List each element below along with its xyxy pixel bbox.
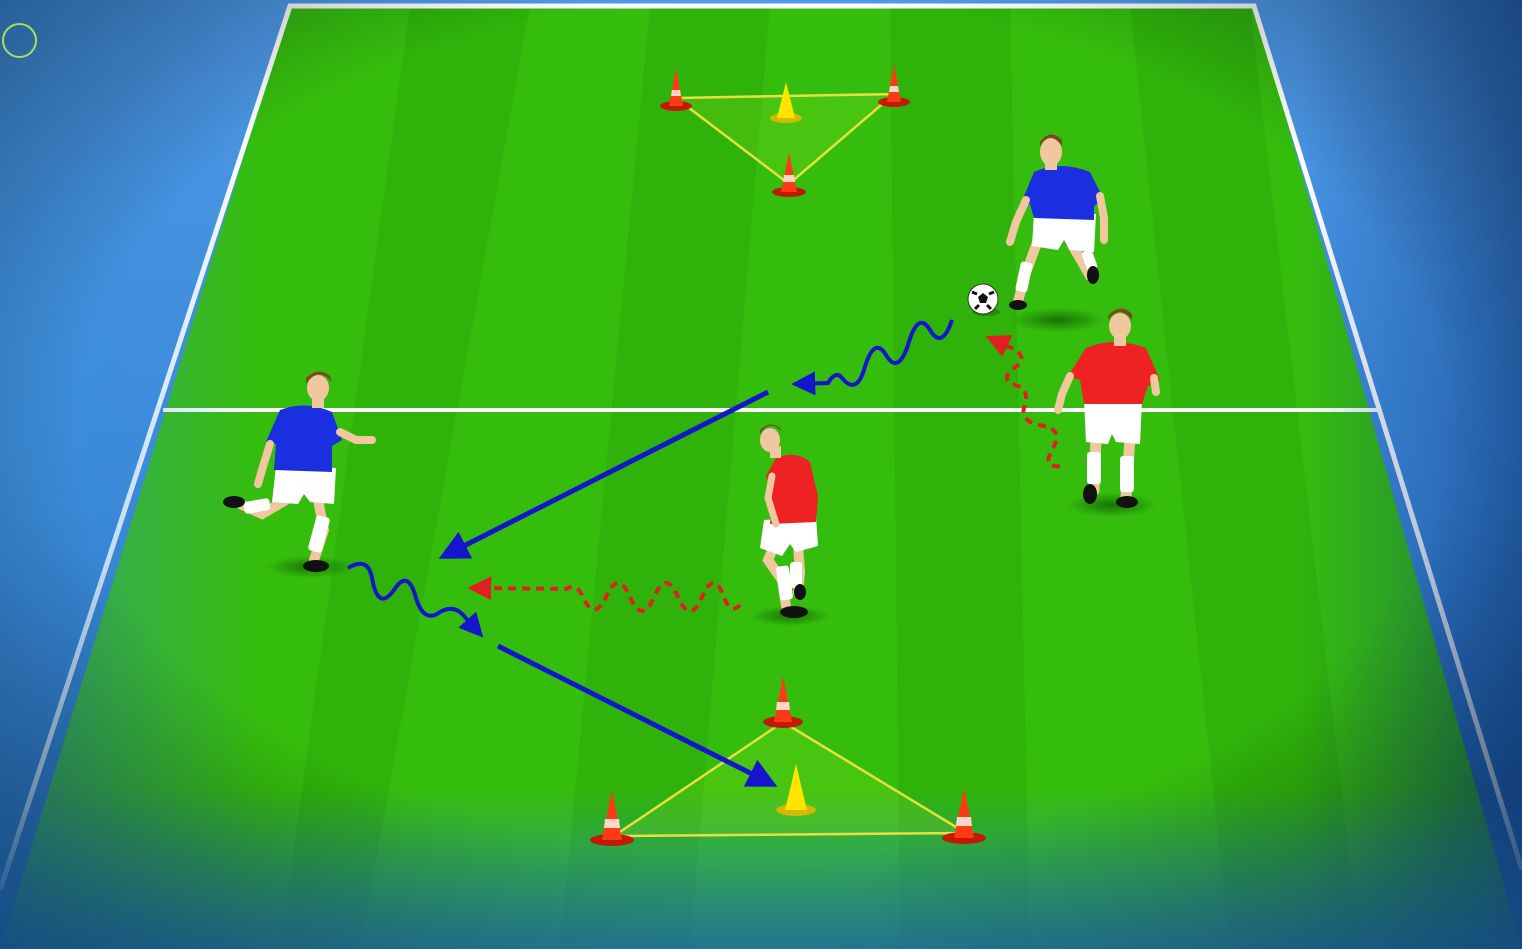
player-red-right <box>1054 308 1160 517</box>
player-red-center <box>750 424 830 626</box>
cone-icon <box>942 788 986 844</box>
player-blue-left <box>223 371 376 578</box>
top-triangle-goal <box>660 64 910 197</box>
cone-icon <box>763 676 803 728</box>
bottom-triangle-goal <box>590 676 986 846</box>
cursor-ring-icon <box>2 23 37 58</box>
cone-icon <box>660 68 692 111</box>
cone-icon <box>590 790 634 846</box>
cone-icon <box>878 64 910 107</box>
pass-arrow-to-goal <box>496 643 778 787</box>
pass-arrow-long <box>438 389 770 559</box>
defender-run-center <box>467 576 742 613</box>
cone-icon <box>772 152 806 197</box>
player-blue-top <box>1006 134 1108 332</box>
soccer-ball-icon <box>967 283 1000 316</box>
dribble-path-top <box>791 319 954 396</box>
center-cone-icon <box>776 764 816 816</box>
dribble-path-left <box>346 561 484 638</box>
defender-run-right <box>985 335 1061 469</box>
center-cone-icon <box>770 82 802 123</box>
